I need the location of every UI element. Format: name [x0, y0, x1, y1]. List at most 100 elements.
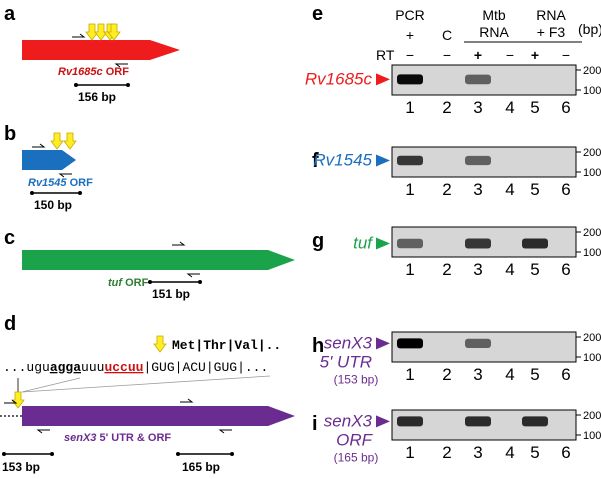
lane-number: 3 — [473, 260, 482, 279]
yellow-marker-icon — [11, 391, 25, 409]
rv1685c-orf-label: Rv1685c ORF — [58, 66, 129, 78]
marker-200: 200 — [583, 227, 601, 239]
lane-number: 4 — [505, 260, 514, 279]
rv1545-orf-arrow — [22, 150, 76, 170]
header-c: C — [442, 27, 452, 43]
marker-200: 200 — [583, 65, 601, 77]
gene-sublabel: 5' UTR — [320, 352, 372, 371]
svg-text:+: + — [474, 47, 482, 63]
header-mtb: Mtb — [482, 7, 506, 23]
zoom-line — [21, 375, 271, 393]
gel-band — [465, 338, 491, 348]
forward-primer-icon — [172, 241, 186, 246]
yellow-marker-icon — [153, 335, 167, 353]
gene-label: tuf — [353, 234, 374, 253]
svg-text:−: − — [406, 47, 414, 63]
header-pcr: PCR — [395, 7, 425, 23]
lane-number: 2 — [442, 98, 451, 117]
gel-band — [397, 155, 423, 166]
rv1685c-orf-arrow — [22, 40, 180, 60]
lane-number: 3 — [473, 443, 482, 462]
gel-band — [397, 238, 423, 249]
panel-d-letter: d — [4, 313, 16, 335]
lane-number: 3 — [473, 180, 482, 199]
reverse-primer-icon — [218, 429, 232, 434]
reverse-primer-icon — [36, 429, 50, 434]
zoom-line — [21, 377, 81, 393]
gene-label: senX3 — [324, 411, 373, 430]
lane-number: 1 — [405, 365, 414, 384]
gel-band — [465, 74, 491, 85]
gene-sublabel: ORF — [336, 430, 374, 449]
yellow-marker-icon — [63, 132, 77, 150]
lane-number: 2 — [442, 180, 451, 199]
amino-acid-sequence: Met|Thr|Val|.. — [172, 338, 281, 353]
header-pcr-plus: + — [406, 27, 414, 43]
lane-number: 1 — [405, 98, 414, 117]
tuf-orf-arrow — [22, 250, 295, 270]
header-rna: RNA — [479, 24, 509, 40]
panel-c-letter: c — [4, 227, 15, 249]
gel-band — [465, 155, 491, 166]
forward-primer-icon — [32, 143, 46, 148]
lane-number: 1 — [405, 443, 414, 462]
amplicon-size-b: 150 bp — [34, 198, 72, 212]
lane-number: 5 — [530, 180, 539, 199]
marker-200: 200 — [583, 332, 601, 344]
gene-sublabel-size: (153 bp) — [334, 372, 379, 386]
reverse-primer-icon — [186, 273, 200, 278]
marker-200: 200 — [583, 410, 601, 422]
lane-number: 6 — [561, 365, 570, 384]
header-rna-f3-2: + F3 — [537, 24, 566, 40]
panel-a-letter: a — [4, 3, 16, 25]
band-pointer-icon — [376, 154, 390, 167]
header-rna-f3-1: RNA — [536, 7, 566, 23]
panel-f-letter: f — [312, 150, 319, 172]
reverse-primer-icon — [58, 173, 72, 178]
amplicon-size-a: 156 bp — [78, 90, 116, 104]
gene-label: senX3 — [324, 333, 373, 352]
lane-number: 3 — [473, 98, 482, 117]
reverse-primer-icon — [114, 63, 128, 68]
lane-number: 1 — [405, 260, 414, 279]
band-pointer-icon — [376, 237, 390, 250]
header-bp-unit: (bp) — [578, 21, 601, 37]
marker-100: 100 — [583, 247, 601, 259]
gene-label: Rv1685c — [305, 69, 373, 88]
lane-number: 2 — [442, 365, 451, 384]
amplicon-size-d-right: 165 bp — [182, 460, 220, 474]
svg-text:+: + — [531, 47, 539, 63]
gel-band — [465, 238, 491, 249]
lane-number: 2 — [442, 260, 451, 279]
lane-number: 4 — [505, 365, 514, 384]
lane-number: 4 — [505, 98, 514, 117]
tuf-orf-label: tuf ORF — [108, 277, 149, 289]
lane-number: 6 — [561, 443, 570, 462]
nucleotide-sequence: ...uguaggauuuuccuu|GUG|ACU|GUG|... — [3, 360, 268, 375]
marker-100: 100 — [583, 85, 601, 97]
gel-band — [522, 416, 548, 427]
lane-number: 2 — [442, 443, 451, 462]
gel-band — [522, 238, 548, 249]
lane-number: 4 — [505, 443, 514, 462]
rt-row: − − + − + − — [406, 47, 570, 63]
gel-band — [397, 338, 423, 349]
forward-primer-icon — [72, 33, 86, 38]
amplicon-size-d-left: 153 bp — [2, 460, 40, 474]
forward-primer-icon — [180, 398, 194, 403]
panel-i-letter: i — [312, 413, 318, 435]
lane-number: 5 — [530, 443, 539, 462]
lane-number: 3 — [473, 365, 482, 384]
lane-number: 4 — [505, 180, 514, 199]
marker-100: 100 — [583, 167, 601, 179]
band-pointer-icon — [376, 337, 390, 350]
marker-100: 100 — [583, 430, 601, 442]
svg-text:−: − — [443, 47, 451, 63]
gel-band — [465, 416, 491, 427]
